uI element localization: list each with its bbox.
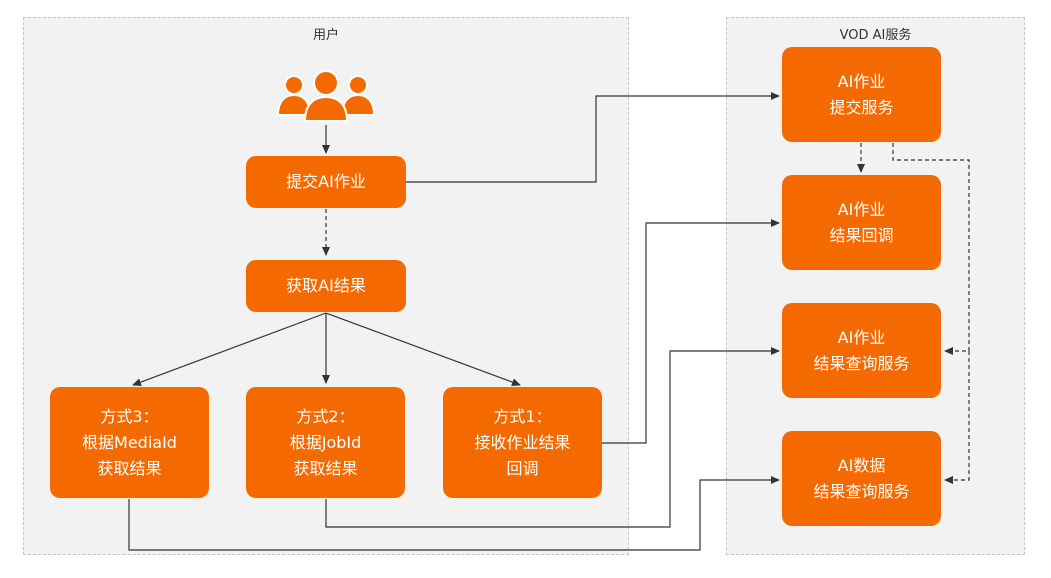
node-line: 提交服务 — [829, 97, 894, 117]
method2-node: 方式2： 根据JobId 获取结果 — [246, 387, 405, 498]
node-line: AI数据 — [837, 455, 886, 475]
ai-job-result-query-service-node: AI作业 结果查询服务 — [782, 303, 941, 398]
node-line: 方式1： — [493, 406, 552, 426]
node-line: AI作业 — [837, 71, 886, 91]
method3-node: 方式3： 根据MediaId 获取结果 — [50, 387, 209, 498]
node-line: 结果回调 — [829, 225, 894, 245]
node-line: 获取AI结果 — [286, 276, 366, 295]
node-line: 获取结果 — [293, 458, 358, 478]
ai-job-submit-service-node: AI作业 提交服务 — [782, 47, 941, 142]
edge-method3-to-data-query — [128, 476, 780, 551]
node-line: 结果查询服务 — [813, 481, 910, 501]
node-line: 根据MediaId — [82, 432, 177, 452]
node-line: 方式2： — [296, 406, 355, 426]
edge-get-result-to-method1 — [325, 312, 521, 386]
users-group-icon — [276, 69, 376, 123]
node-line: 接收作业结果 — [474, 432, 571, 452]
node-line: 提交AI作业 — [286, 172, 366, 191]
node-line: 获取结果 — [97, 458, 162, 478]
edge-get-result-to-method3 — [132, 312, 327, 386]
get-ai-result-node: 获取AI结果 — [246, 260, 406, 312]
node-line: 回调 — [506, 458, 539, 478]
node-line: AI作业 — [837, 199, 886, 219]
method1-node: 方式1： 接收作业结果 回调 — [443, 387, 602, 498]
edge-method1-to-result-callback — [602, 219, 780, 444]
edge-submit-service-to-result-query — [892, 143, 970, 355]
node-line: 方式3： — [100, 406, 159, 426]
ai-job-result-callback-node: AI作业 结果回调 — [782, 175, 941, 270]
node-line: AI作业 — [837, 327, 886, 347]
node-line: 结果查询服务 — [813, 353, 910, 373]
user-group-title: 用户 — [312, 28, 339, 43]
vod-group-title: VOD AI服务 — [839, 28, 912, 43]
node-line: 根据JobId — [289, 432, 362, 452]
ai-data-result-query-service-node: AI数据 结果查询服务 — [782, 431, 941, 526]
edge-submit-service-to-data-query — [944, 351, 970, 484]
edge-method2-to-result-query — [325, 347, 780, 528]
edge-submit-job-to-submit-service — [406, 92, 780, 183]
submit-ai-job-node: 提交AI作业 — [246, 156, 406, 208]
